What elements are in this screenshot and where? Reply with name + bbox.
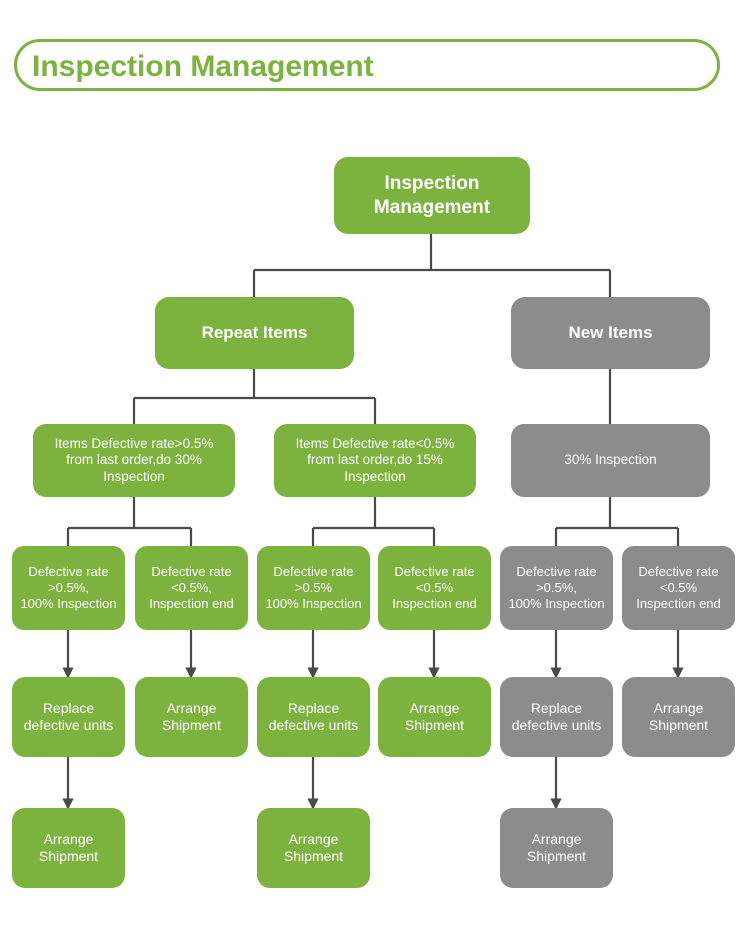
node-arrange-shipment-1[interactable]: Arrange Shipment bbox=[135, 677, 248, 757]
node-arrange-shipment-3[interactable]: Arrange Shipment bbox=[622, 677, 735, 757]
node-arrange-shipment-2[interactable]: Arrange Shipment bbox=[378, 677, 491, 757]
node-label: Defective rate >0.5%, 100% Inspection bbox=[508, 564, 605, 611]
node-label: Arrange Shipment bbox=[404, 699, 465, 733]
node-label: 30% Inspection bbox=[564, 452, 657, 468]
node-label: Arrange Shipment bbox=[161, 699, 222, 733]
node-label: Inspection Management bbox=[373, 173, 491, 218]
node-defect-low-1[interactable]: Defective rate <0.5%, Inspection end bbox=[135, 546, 248, 630]
node-label: Arrange Shipment bbox=[283, 830, 344, 864]
node-new-30-inspection[interactable]: 30% Inspection bbox=[511, 424, 710, 497]
node-label: Arrange Shipment bbox=[526, 830, 587, 864]
node-label: Replace defective units bbox=[23, 699, 114, 733]
node-label: Replace defective units bbox=[268, 699, 359, 733]
node-repeat-items[interactable]: Repeat Items bbox=[155, 297, 354, 369]
node-label: Items Defective rate>0.5% from last orde… bbox=[54, 435, 214, 484]
node-label: Defective rate <0.5%, Inspection end bbox=[149, 564, 234, 611]
node-defect-low-3[interactable]: Defective rate <0.5% Inspection end bbox=[622, 546, 735, 630]
node-label: Defective rate >0.5%, 100% Inspection bbox=[20, 564, 117, 611]
node-inspection-management[interactable]: Inspection Management bbox=[334, 157, 530, 234]
node-label: Arrange Shipment bbox=[38, 830, 99, 864]
node-arrange-shipment-final-3[interactable]: Arrange Shipment bbox=[500, 808, 613, 888]
node-defect-high-3[interactable]: Defective rate >0.5%, 100% Inspection bbox=[500, 546, 613, 630]
node-arrange-shipment-final-1[interactable]: Arrange Shipment bbox=[12, 808, 125, 888]
node-new-items[interactable]: New Items bbox=[511, 297, 710, 369]
node-replace-units-2[interactable]: Replace defective units bbox=[257, 677, 370, 757]
page-title: Inspection Management bbox=[32, 50, 374, 83]
node-label: Defective rate <0.5% Inspection end bbox=[636, 564, 721, 611]
node-label: New Items bbox=[568, 322, 653, 342]
node-repeat-low-defect[interactable]: Items Defective rate<0.5% from last orde… bbox=[274, 424, 476, 497]
header-banner bbox=[14, 39, 720, 91]
node-label: Defective rate >0.5% 100% Inspection bbox=[265, 564, 362, 611]
node-arrange-shipment-final-2[interactable]: Arrange Shipment bbox=[257, 808, 370, 888]
node-label: Arrange Shipment bbox=[648, 699, 709, 733]
node-defect-high-2[interactable]: Defective rate >0.5% 100% Inspection bbox=[257, 546, 370, 630]
node-replace-units-3[interactable]: Replace defective units bbox=[500, 677, 613, 757]
node-repeat-high-defect[interactable]: Items Defective rate>0.5% from last orde… bbox=[33, 424, 235, 497]
node-defect-low-2[interactable]: Defective rate <0.5% Inspection end bbox=[378, 546, 491, 630]
node-replace-units-1[interactable]: Replace defective units bbox=[12, 677, 125, 757]
node-defect-high-1[interactable]: Defective rate >0.5%, 100% Inspection bbox=[12, 546, 125, 630]
node-label: Repeat Items bbox=[201, 322, 308, 342]
node-label: Defective rate <0.5% Inspection end bbox=[392, 564, 477, 611]
node-label: Replace defective units bbox=[511, 699, 602, 733]
node-label: Items Defective rate<0.5% from last orde… bbox=[295, 435, 455, 484]
